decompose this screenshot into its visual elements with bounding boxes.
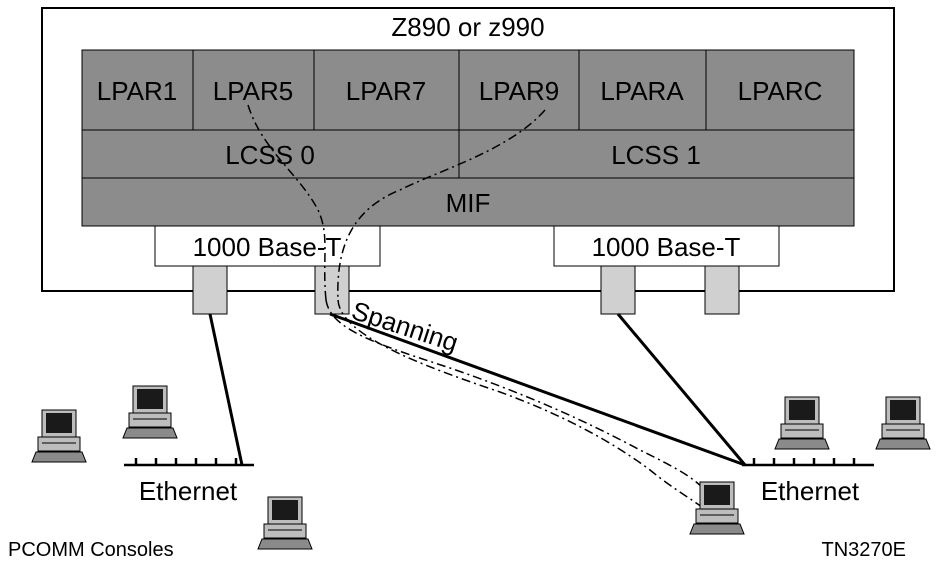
monitor-screen: [46, 413, 72, 433]
logical-paths: [247, 104, 546, 301]
cable-port3-to-ethernet-right: [616, 313, 747, 466]
cable-port2-to-ethernet-right: [329, 312, 746, 467]
system-unit: [695, 508, 739, 524]
keyboard: [31, 451, 87, 463]
system-unit: [128, 412, 172, 428]
cables: [208, 312, 747, 467]
lpar-label: LPAR1: [97, 76, 177, 106]
adapter-label: 1000 Base-T: [592, 232, 741, 262]
system-unit: [881, 423, 925, 439]
port-3: [600, 265, 636, 315]
spanning-label: Spanning: [348, 295, 462, 357]
monitor-screen: [137, 389, 163, 409]
adapter-box-left: [154, 225, 381, 267]
computer-6: [875, 396, 931, 450]
monitor-screen: [704, 485, 730, 505]
lpar-row: LPAR1 LPAR5 LPAR7 LPAR9 LPARA LPARC: [81, 49, 855, 131]
port-2: [314, 265, 350, 315]
lpar-label: LPAR7: [346, 76, 426, 106]
spanning-paths: [325, 299, 713, 511]
lcss-label: LCSS 0: [225, 140, 315, 170]
keyboard: [875, 438, 931, 450]
adapter-box-right: [553, 225, 780, 267]
system-unit: [780, 423, 824, 439]
cable-port1-to-ethernet-left: [208, 313, 244, 466]
mainframe-title: Z890 or z990: [391, 12, 544, 42]
lpar-label: LPAR5: [213, 76, 293, 106]
caption-left: PCOMM Consoles: [8, 539, 174, 561]
lcss-row: LCSS 0 LCSS 1: [81, 129, 855, 179]
caption-right: TN3270E: [822, 539, 907, 561]
computer-4: [689, 481, 745, 535]
monitor-screen: [789, 400, 815, 420]
mif-bar: [81, 177, 855, 227]
keyboard: [689, 523, 745, 535]
ethernet-left: [124, 458, 254, 467]
spanning-path-2: [337, 299, 707, 511]
port-4: [704, 265, 740, 315]
ethernet-label-left: Ethernet: [139, 476, 238, 506]
ethernet-right: [742, 458, 874, 467]
ethernet-label-right: Ethernet: [761, 476, 860, 506]
lpar-cell-4: [458, 49, 580, 131]
lpar-label: LPAR9: [479, 76, 559, 106]
system-unit: [263, 523, 307, 539]
computer-1: [31, 409, 87, 463]
adapter-label: 1000 Base-T: [193, 232, 342, 262]
lpar-cell-5: [578, 49, 707, 131]
lcss-label: LCSS 1: [611, 140, 701, 170]
computer-5: [774, 396, 830, 450]
computer-3: [257, 496, 313, 550]
keyboard: [774, 438, 830, 450]
path-lpar9-to-port: [337, 109, 546, 301]
spanning-path-1: [325, 299, 713, 501]
monitor-screen: [890, 400, 916, 420]
system-unit: [37, 436, 81, 452]
mif-label: MIF: [446, 188, 491, 218]
keyboard: [257, 538, 313, 550]
lpar-label: LPARC: [738, 76, 823, 106]
monitor-screen: [272, 500, 298, 520]
computer-2: [122, 385, 178, 439]
lpar-cell-2: [192, 49, 315, 131]
port-1: [192, 265, 228, 315]
lcss-cell-0: [81, 129, 460, 179]
lpar-label: LPARA: [600, 76, 684, 106]
lpar-cell-1: [81, 49, 194, 131]
lpar-cell-3: [313, 49, 460, 131]
keyboard: [122, 427, 178, 439]
